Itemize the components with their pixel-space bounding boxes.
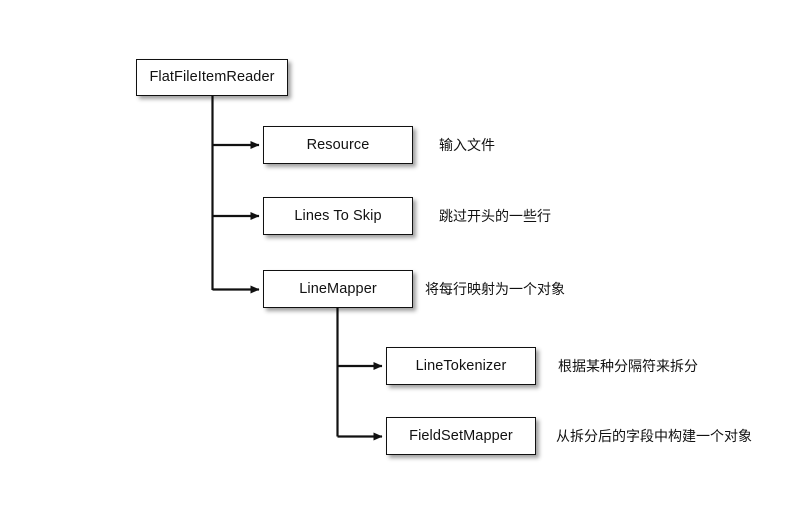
node-lines-to-skip[interactable]: Lines To Skip <box>263 197 413 235</box>
annotation-field-set-mapper: 从拆分后的字段中构建一个对象 <box>556 428 752 444</box>
node-label-field-set-mapper: FieldSetMapper <box>409 427 513 444</box>
node-flat-file-item-reader[interactable]: FlatFileItemReader <box>136 59 288 96</box>
node-line-mapper[interactable]: LineMapper <box>263 270 413 308</box>
node-label-line-tokenizer: LineTokenizer <box>415 357 507 374</box>
node-label-lines-to-skip: Lines To Skip <box>294 207 382 224</box>
annotation-line-tokenizer: 根据某种分隔符来拆分 <box>558 358 698 374</box>
node-label-resource: Resource <box>306 136 370 153</box>
node-label-flat-file-item-reader: FlatFileItemReader <box>149 69 275 86</box>
node-resource[interactable]: Resource <box>263 126 413 164</box>
annotation-line-mapper: 将每行映射为一个对象 <box>425 281 565 297</box>
node-line-tokenizer[interactable]: LineTokenizer <box>386 347 536 385</box>
annotation-lines-to-skip: 跳过开头的一些行 <box>439 208 551 224</box>
node-label-line-mapper: LineMapper <box>299 280 377 297</box>
annotation-resource: 输入文件 <box>439 137 495 153</box>
node-field-set-mapper[interactable]: FieldSetMapper <box>386 417 536 455</box>
